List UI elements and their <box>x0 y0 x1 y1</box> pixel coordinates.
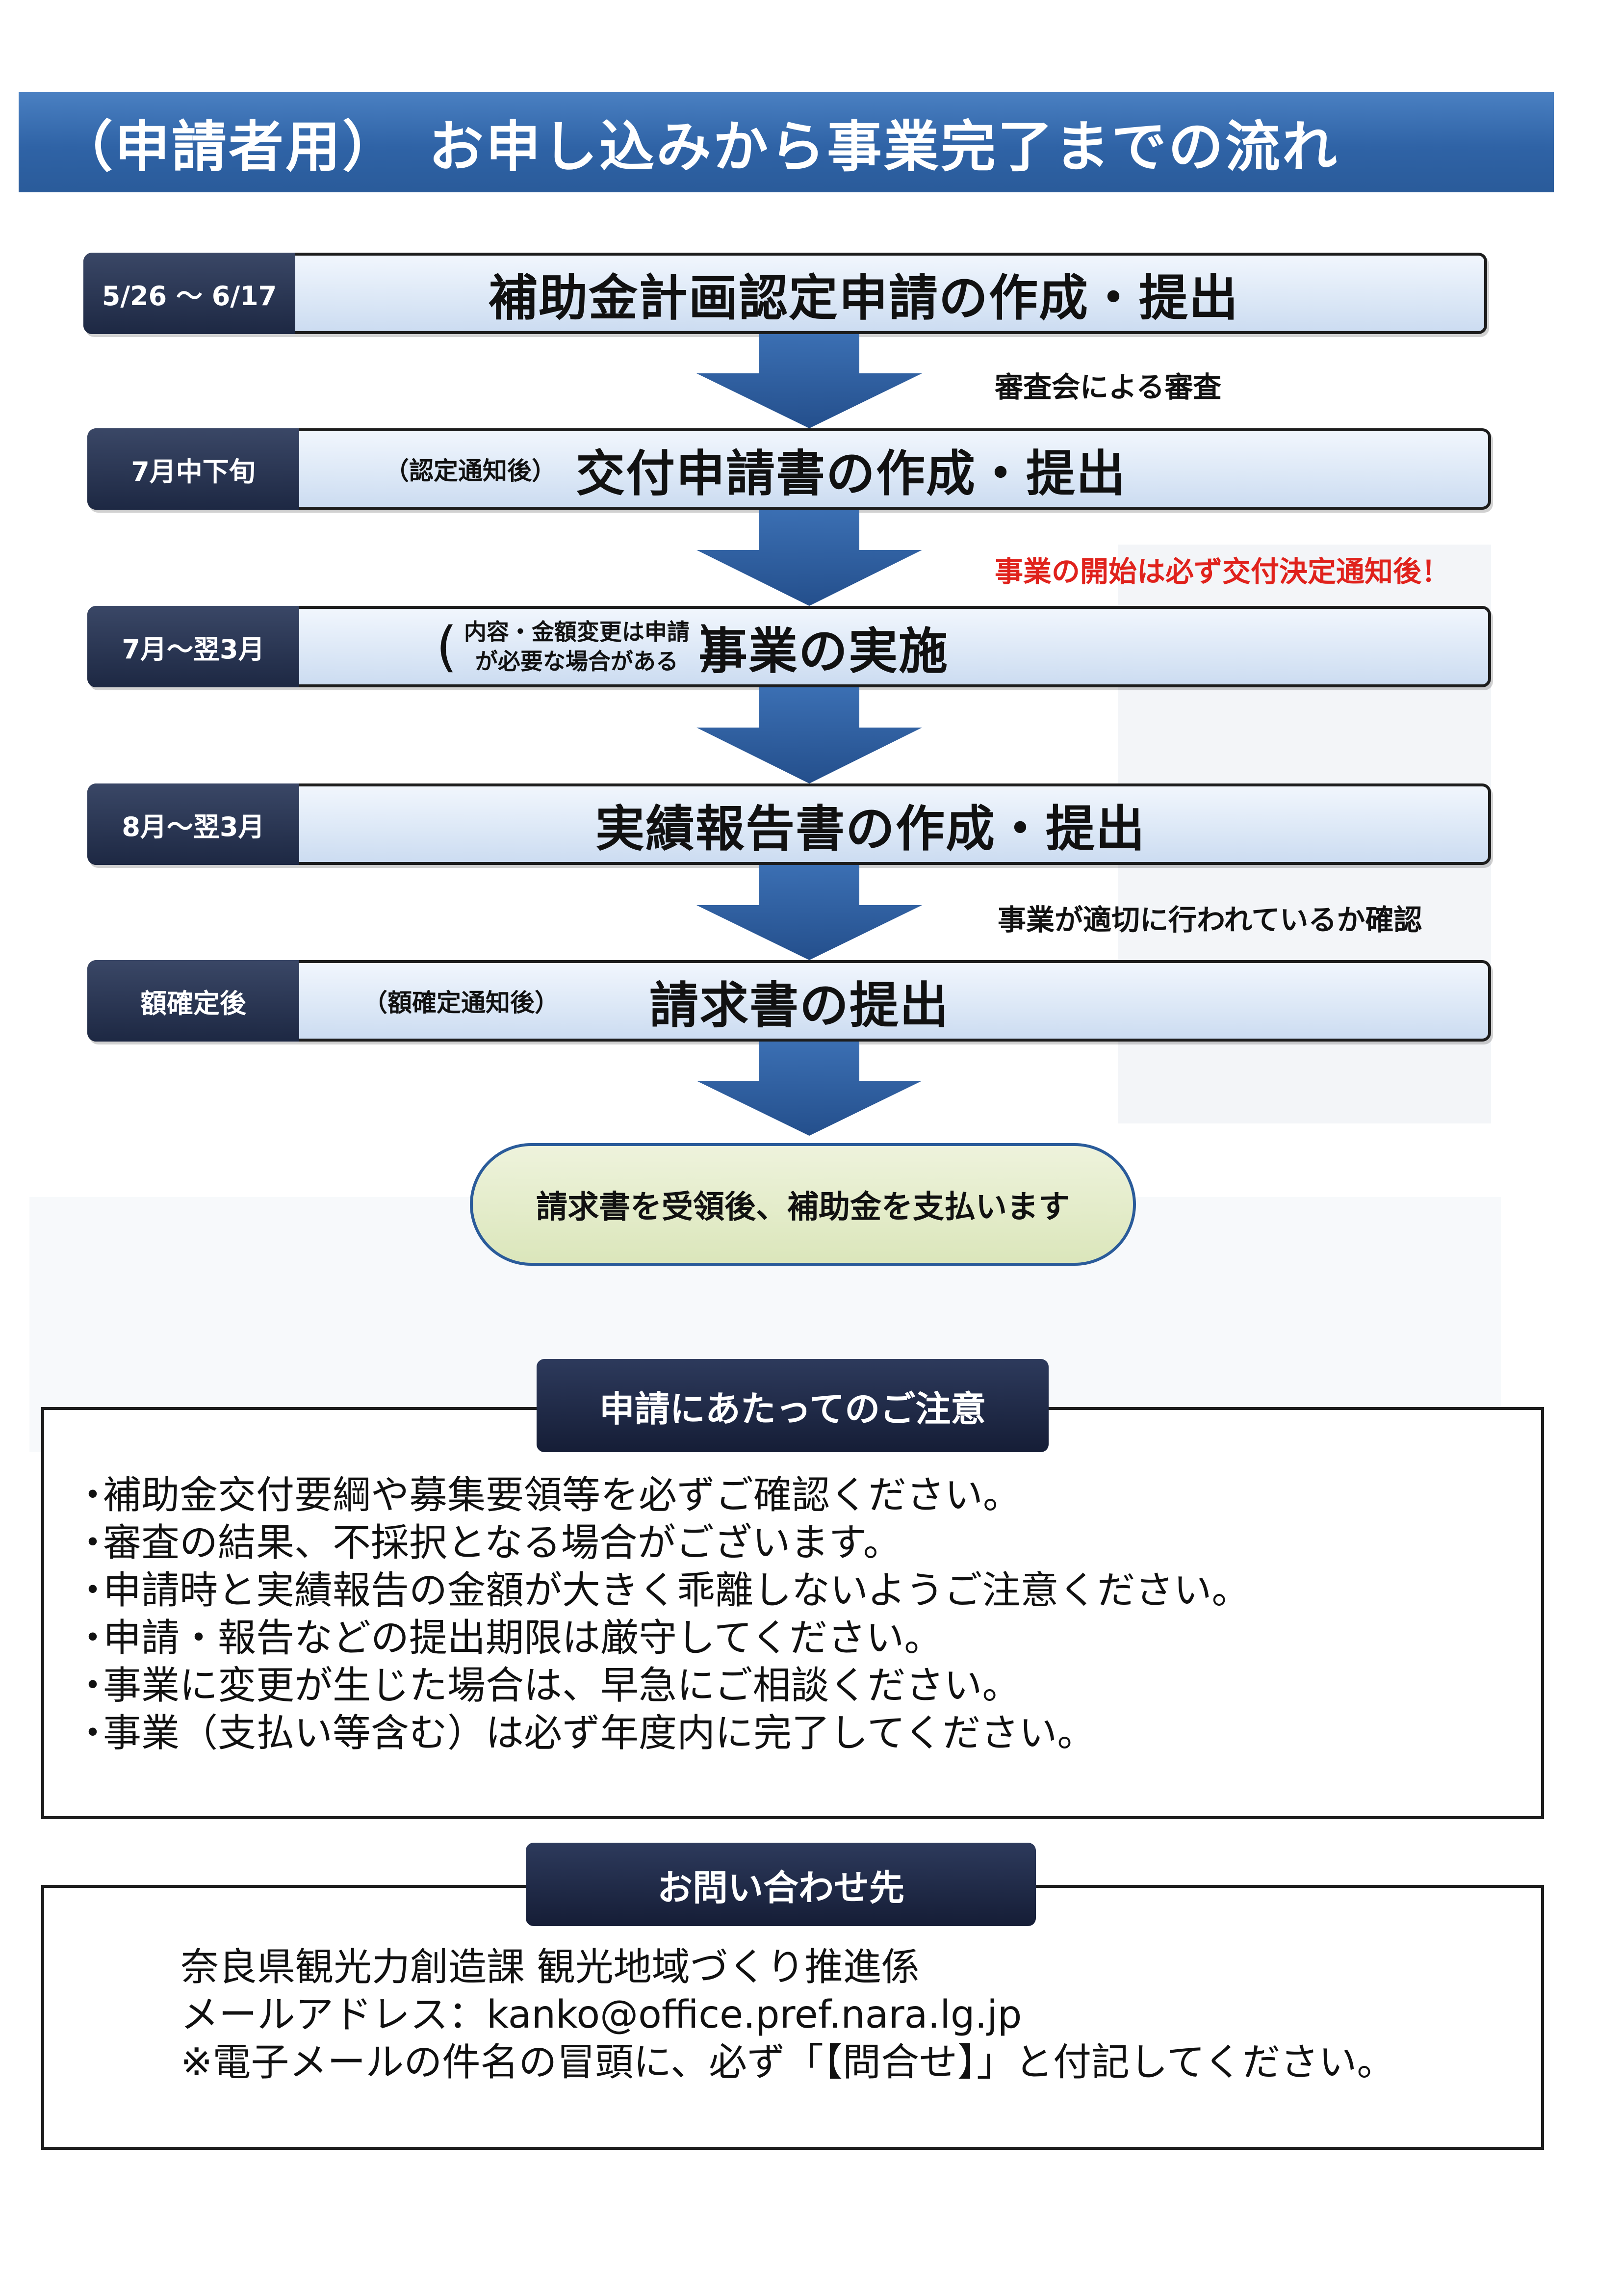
step-3-date: 7月～翌3月 <box>87 606 299 687</box>
step-2-title: 交付申請書の作成・提出 <box>576 444 1126 502</box>
step-3-note-line-1: 内容・金額変更は申請 <box>463 619 690 645</box>
flow-step-4: 8月～翌3月 実績報告書の作成・提出 <box>87 783 1491 865</box>
note-item-1: 補助金交付要綱や募集要領等を必ずご確認ください。 <box>103 1472 1250 1519</box>
step-3-note: ( 内容・金額変更は申請 が必要な場合がある ) <box>436 615 718 678</box>
contact-details: 奈良県観光力創造課 観光地域づくり推進係 メールアドレス：kanko@offic… <box>180 1944 1395 2087</box>
step-4-title: 実績報告書の作成・提出 <box>595 800 1146 858</box>
step-5-title: 請求書の提出 <box>649 976 950 1034</box>
paren-left: ( <box>436 615 457 678</box>
contact-email[interactable]: メールアドレス：kanko@office.pref.nara.lg.jp <box>180 1993 1022 2037</box>
flow-arrow-1 <box>696 334 922 428</box>
step-3-note-line-2: が必要な場合がある <box>475 648 678 675</box>
note-item-3: 申請時と実績報告の金額が大きく乖離しないようご注意ください。 <box>103 1567 1250 1615</box>
step-1-title: 補助金計画認定申請の作成・提出 <box>489 269 1239 327</box>
paren-right: ) <box>696 615 718 678</box>
note-item-4: 申請・報告などの提出期限は厳守してください。 <box>103 1615 1250 1662</box>
step-2-date: 7月中下旬 <box>87 428 299 510</box>
contact-note: ※電子メールの件名の冒頭に、必ず「【問合せ】」と付記してください。 <box>180 2040 1395 2085</box>
page-title: （申請者用） お申し込みから事業完了までの流れ <box>58 115 1339 179</box>
step-5-prefix: （額確定通知後） <box>363 989 559 1017</box>
step-5-date: 額確定後 <box>87 960 299 1042</box>
contact-org: 奈良県観光力創造課 観光地域づくり推進係 <box>180 1945 920 1989</box>
step-1-date: 5/26 ～ 6/17 <box>83 253 295 334</box>
note-warning: 事業の開始は必ず交付決定通知後！ <box>995 555 1450 588</box>
contact-label: お問い合わせ先 <box>526 1843 1036 1926</box>
note-item-5: 事業に変更が生じた場合は、早急にご相談ください。 <box>103 1662 1250 1710</box>
flow-step-2: 7月中下旬 （認定通知後） 交付申請書の作成・提出 <box>87 428 1491 510</box>
flow-step-3: 7月～翌3月 ( 内容・金額変更は申請 が必要な場合がある ) 事業の実施 <box>87 606 1491 687</box>
step-3-title: 事業の実施 <box>698 622 949 680</box>
step-4-date: 8月～翌3月 <box>87 783 299 865</box>
step-2-prefix: （認定通知後） <box>385 457 556 485</box>
note-review: 審査会による審査 <box>995 370 1222 404</box>
flow-step-1: 5/26 ～ 6/17 補助金計画認定申請の作成・提出 <box>83 253 1487 334</box>
flow-arrow-5 <box>696 1042 922 1136</box>
notes-label: 申請にあたってのご注意 <box>537 1359 1049 1452</box>
flow-arrow-2 <box>696 510 922 606</box>
final-payment-pill: 請求書を受領後、補助金を支払います <box>470 1143 1136 1266</box>
flow-arrow-3 <box>696 687 922 783</box>
note-item-6: 事業（支払い等含む）は必ず年度内に完了してください。 <box>103 1710 1250 1757</box>
note-item-2: 審査の結果、不採択となる場合がございます。 <box>103 1519 1250 1567</box>
flow-step-5: 額確定後 （額確定通知後） 請求書の提出 <box>87 960 1491 1042</box>
header-bar: （申請者用） お申し込みから事業完了までの流れ <box>19 92 1554 192</box>
notes-list: 補助金交付要綱や募集要領等を必ずご確認ください。 審査の結果、不採択となる場合が… <box>103 1472 1250 1757</box>
note-confirm: 事業が適切に行われているか確認 <box>998 903 1422 937</box>
flow-arrow-4 <box>696 865 922 960</box>
